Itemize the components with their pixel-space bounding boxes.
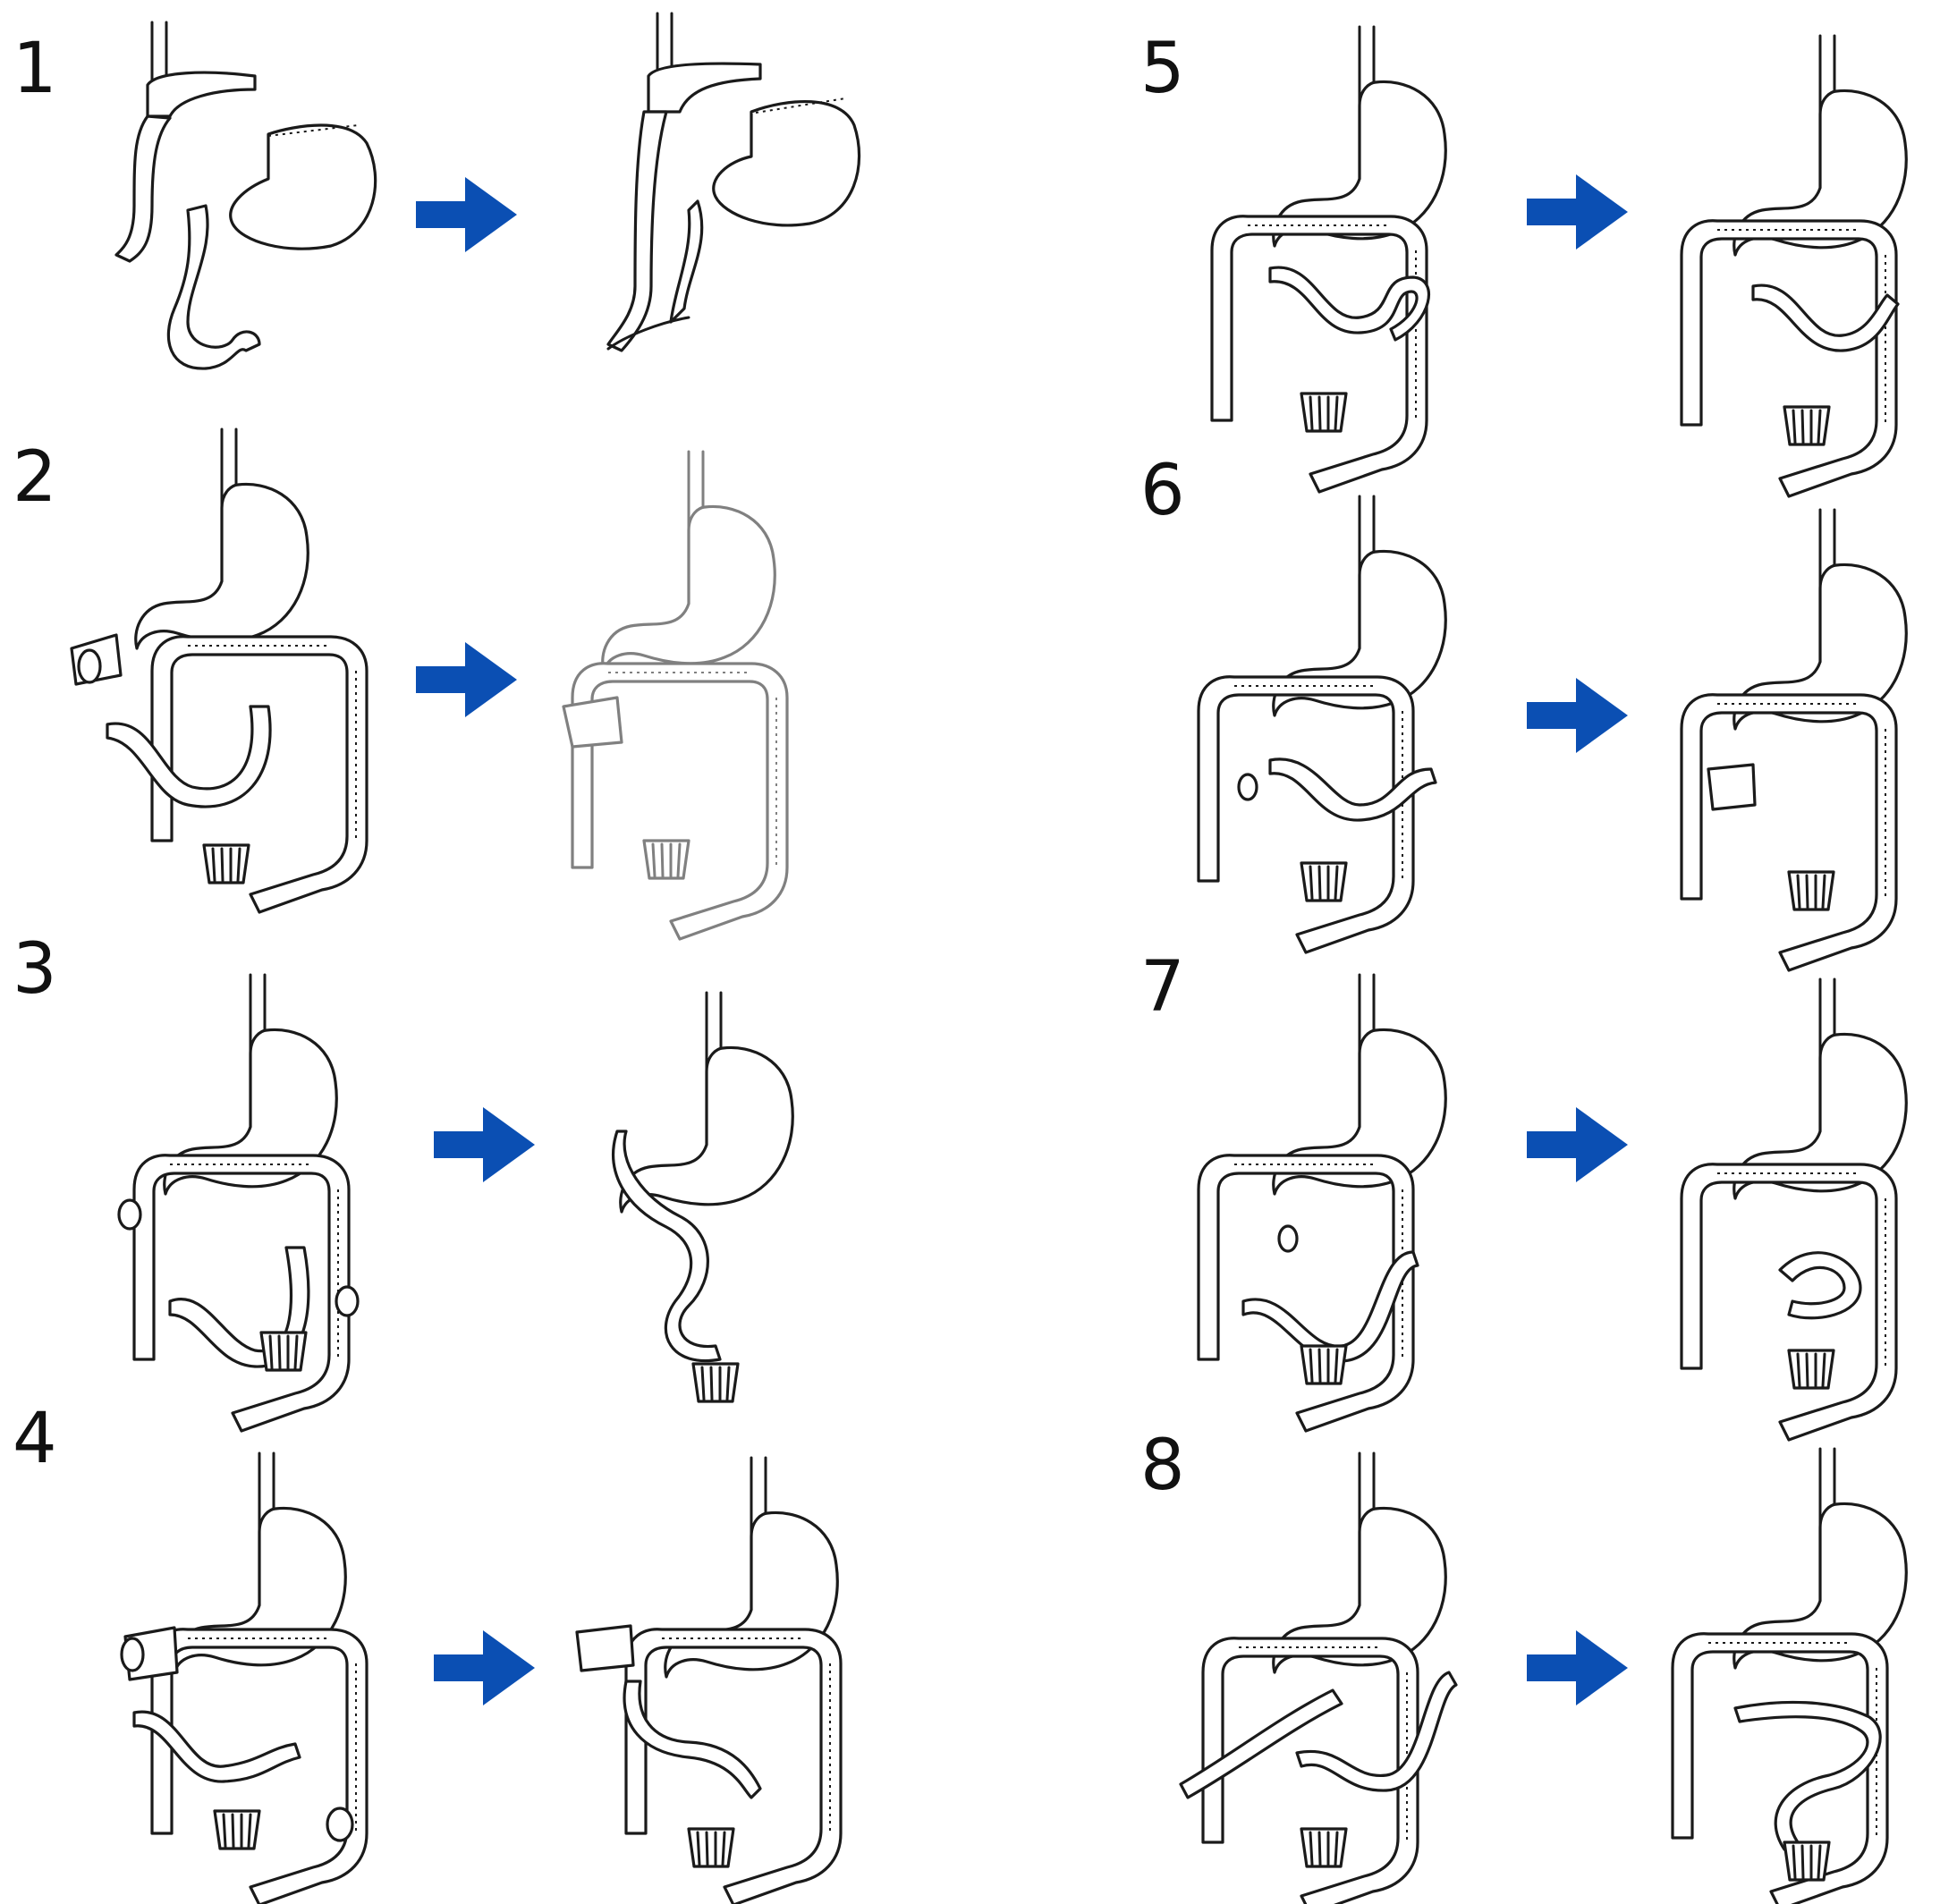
panel-5-arrow [1527,174,1628,250]
panel-3-arrow [434,1107,535,1182]
panel-1-arrow [416,177,517,252]
panel-8: 8 [1140,1426,1908,1904]
panel-number: 6 [1140,451,1185,531]
right-arrow-icon [416,642,517,717]
panel-6: 6 [1140,451,1908,972]
panel-number: 3 [13,929,57,1010]
panel-1-after [606,12,861,352]
panel-5-after [1680,34,1908,498]
panel-4-before [120,1451,369,1904]
panel-8-after [1671,1447,1908,1904]
right-arrow-icon [1527,174,1628,250]
panel-5-before [1210,25,1447,494]
panel-8-before [1179,1451,1458,1904]
panel-number: 4 [13,1399,57,1479]
panel-3-before [117,973,360,1433]
panel-number: 2 [13,437,57,518]
panel-number: 1 [13,29,57,109]
panel-number: 8 [1140,1426,1185,1506]
panel-8-arrow [1527,1630,1628,1705]
right-arrow-icon [416,177,517,252]
panel-1-before [114,21,377,370]
right-arrow-icon [434,1107,535,1182]
panel-7-after [1680,977,1908,1442]
panel-7-before [1197,973,1447,1433]
panel-6-after [1680,508,1908,972]
panel-2-before [70,427,369,914]
panel-6-arrow [1527,678,1628,753]
panel-1: 1 [13,12,861,370]
panel-2-after [562,450,789,941]
right-arrow-icon [1527,1630,1628,1705]
panel-4-after [575,1456,843,1904]
panel-7-arrow [1527,1107,1628,1182]
panel-3-after [612,991,794,1403]
panel-2: 2 [13,427,789,941]
right-arrow-icon [1527,1107,1628,1182]
panel-3: 3 [13,929,794,1433]
panel-5: 5 [1140,25,1908,498]
panel-number: 5 [1140,29,1185,109]
right-arrow-icon [1527,678,1628,753]
panel-7: 7 [1140,947,1908,1442]
panel-number: 7 [1140,947,1185,1028]
panel-4-arrow [434,1630,535,1705]
panel-6-before [1197,495,1447,954]
panel-2-arrow [416,642,517,717]
right-arrow-icon [434,1630,535,1705]
panel-4: 4 [13,1399,843,1904]
